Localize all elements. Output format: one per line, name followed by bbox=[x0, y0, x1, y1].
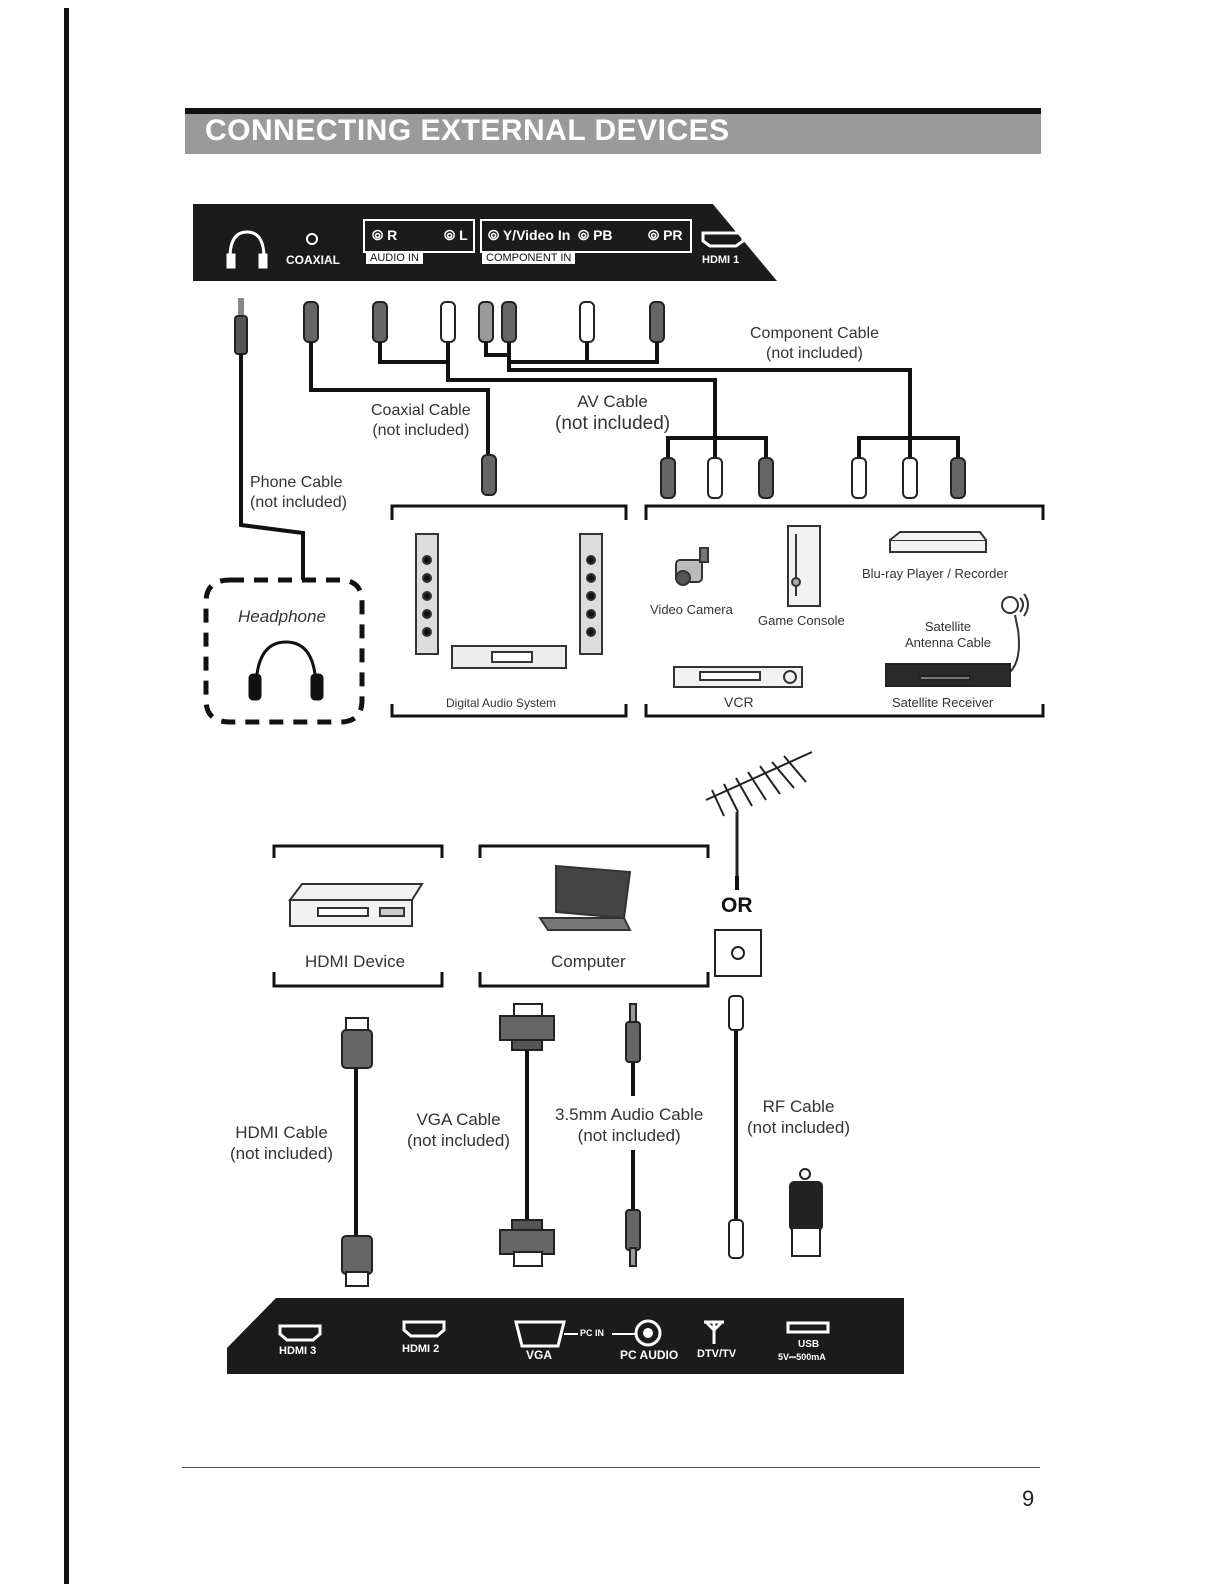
video-in-label: ⦾ Y/Video In bbox=[488, 227, 571, 243]
coaxial-plug-device bbox=[481, 454, 497, 496]
audio-l-plug-top bbox=[440, 301, 456, 343]
comp-plug-2 bbox=[902, 457, 918, 499]
rf-cable-label: RF Cable(not included) bbox=[747, 1097, 851, 1138]
vga-label: VGA bbox=[526, 1348, 553, 1362]
hdmi3-port-icon bbox=[278, 1324, 322, 1342]
hdmi2-label: HDMI 2 bbox=[402, 1343, 440, 1355]
component-in-group bbox=[480, 219, 692, 253]
antenna-icon bbox=[705, 751, 813, 876]
coaxial-label: COAXIAL bbox=[286, 253, 340, 267]
game-console-icon bbox=[787, 525, 821, 607]
hdmi3-label: HDMI 3 bbox=[279, 1345, 317, 1357]
coaxial-cable-label: Coaxial Cable(not included) bbox=[371, 402, 471, 439]
pc-audio-label: PC AUDIO bbox=[620, 1348, 679, 1362]
hdmi-cable-label: HDMI Cable(not included) bbox=[230, 1123, 334, 1164]
component-in-tag: COMPONENT IN bbox=[482, 252, 576, 264]
video-plug-top bbox=[478, 301, 494, 343]
audio-r-plug-top bbox=[372, 301, 388, 343]
audio-cable-label: 3.5mm Audio Cable(not included) bbox=[555, 1105, 704, 1146]
component-plug-top bbox=[649, 301, 665, 343]
tv-side-panel-bottom bbox=[227, 1298, 904, 1374]
usb-stick-icon bbox=[789, 1168, 823, 1257]
game-console-label: Game Console bbox=[758, 613, 845, 628]
digital-audio-system-icon bbox=[415, 533, 603, 669]
pb-plug-top bbox=[501, 301, 517, 343]
dtv-antenna-icon bbox=[704, 1320, 724, 1344]
audio-in-tag: AUDIO IN bbox=[366, 252, 423, 264]
device-brackets-bottom bbox=[272, 844, 710, 988]
page-binding-edge bbox=[64, 8, 69, 1584]
section-title: CONNECTING EXTERNAL DEVICES bbox=[205, 114, 730, 147]
audio-plug-bottom bbox=[625, 1209, 641, 1267]
headphone-label: Headphone bbox=[238, 607, 326, 626]
cable-lines-bottom bbox=[354, 876, 739, 1236]
audio-l-label: ⦾ L bbox=[444, 227, 468, 243]
vcr-label: VCR bbox=[724, 694, 754, 710]
device-brackets-top bbox=[390, 504, 1045, 718]
tv-side-panel-top bbox=[193, 204, 777, 281]
hdmi-device-icon bbox=[288, 883, 424, 927]
satellite-receiver-label: Satellite Receiver bbox=[892, 695, 994, 710]
phone-cable-label: Phone Cable(not included) bbox=[250, 474, 347, 511]
usb-port-icon bbox=[786, 1321, 830, 1334]
vga-plug-bottom bbox=[499, 1219, 555, 1267]
hdmi2-port-icon bbox=[402, 1320, 446, 1338]
vga-port-icon bbox=[514, 1320, 566, 1348]
vga-plug-top bbox=[499, 1003, 555, 1051]
hdmi-plug-bottom bbox=[341, 1235, 373, 1287]
usb-label: USB bbox=[798, 1339, 820, 1350]
bluray-label: Blu-ray Player / Recorder bbox=[862, 566, 1008, 581]
av-plug-2 bbox=[707, 457, 723, 499]
av-cable-label: AV Cable(not included) bbox=[555, 392, 671, 435]
phone-plug-icon bbox=[234, 298, 248, 355]
av-plug-3 bbox=[758, 457, 774, 499]
digital-audio-label: Digital Audio System bbox=[446, 696, 557, 710]
component-cable-label: Component Cable(not included) bbox=[750, 325, 879, 362]
hdmi-device-label: HDMI Device bbox=[305, 952, 406, 971]
pc-in-label: PC IN bbox=[580, 1328, 605, 1338]
pb-label: ⦾ PB bbox=[578, 227, 613, 243]
wall-antenna-jack-icon bbox=[714, 929, 762, 977]
satellite-dish-icon bbox=[1001, 593, 1029, 673]
vga-cable-label: VGA Cable(not included) bbox=[407, 1110, 511, 1151]
coaxial-plug-top bbox=[303, 301, 319, 343]
or-label: OR bbox=[721, 894, 753, 917]
hdmi1-label: HDMI 1 bbox=[702, 254, 740, 266]
video-camera-label: Video Camera bbox=[650, 602, 733, 617]
bluray-player-icon bbox=[889, 531, 987, 553]
dtv-label: DTV/TV bbox=[697, 1348, 737, 1360]
hdmi1-port-icon bbox=[701, 231, 745, 248]
cable-lines bbox=[239, 342, 960, 580]
audio-plug-top bbox=[625, 1003, 641, 1063]
pr-label: ⦾ PR bbox=[648, 227, 683, 243]
vcr-icon bbox=[673, 666, 803, 688]
video-camera-icon bbox=[675, 547, 709, 586]
headphone-dashed-frame bbox=[203, 577, 365, 725]
page-number: 9 bbox=[1022, 1486, 1035, 1511]
av-plug-1 bbox=[660, 457, 676, 499]
section-header-bar bbox=[185, 108, 1041, 154]
laptop-icon bbox=[538, 864, 632, 931]
comp-plug-1 bbox=[851, 457, 867, 499]
comp-plug-3 bbox=[950, 457, 966, 499]
hdmi-plug-top bbox=[341, 1017, 373, 1069]
rf-plug-bottom bbox=[728, 1219, 744, 1259]
coaxial-jack-icon bbox=[306, 233, 318, 245]
computer-label: Computer bbox=[551, 952, 626, 971]
satellite-receiver-icon bbox=[885, 663, 1011, 687]
pr-plug-top bbox=[579, 301, 595, 343]
usb-rating-label: 5V⎓500mA bbox=[778, 1352, 826, 1362]
rf-plug-top bbox=[728, 995, 744, 1031]
headphone-icon bbox=[248, 640, 324, 701]
footer-rule bbox=[182, 1467, 1040, 1468]
audio-r-label: ⦾ R bbox=[372, 227, 398, 243]
headphone-jack-icon bbox=[226, 230, 268, 269]
